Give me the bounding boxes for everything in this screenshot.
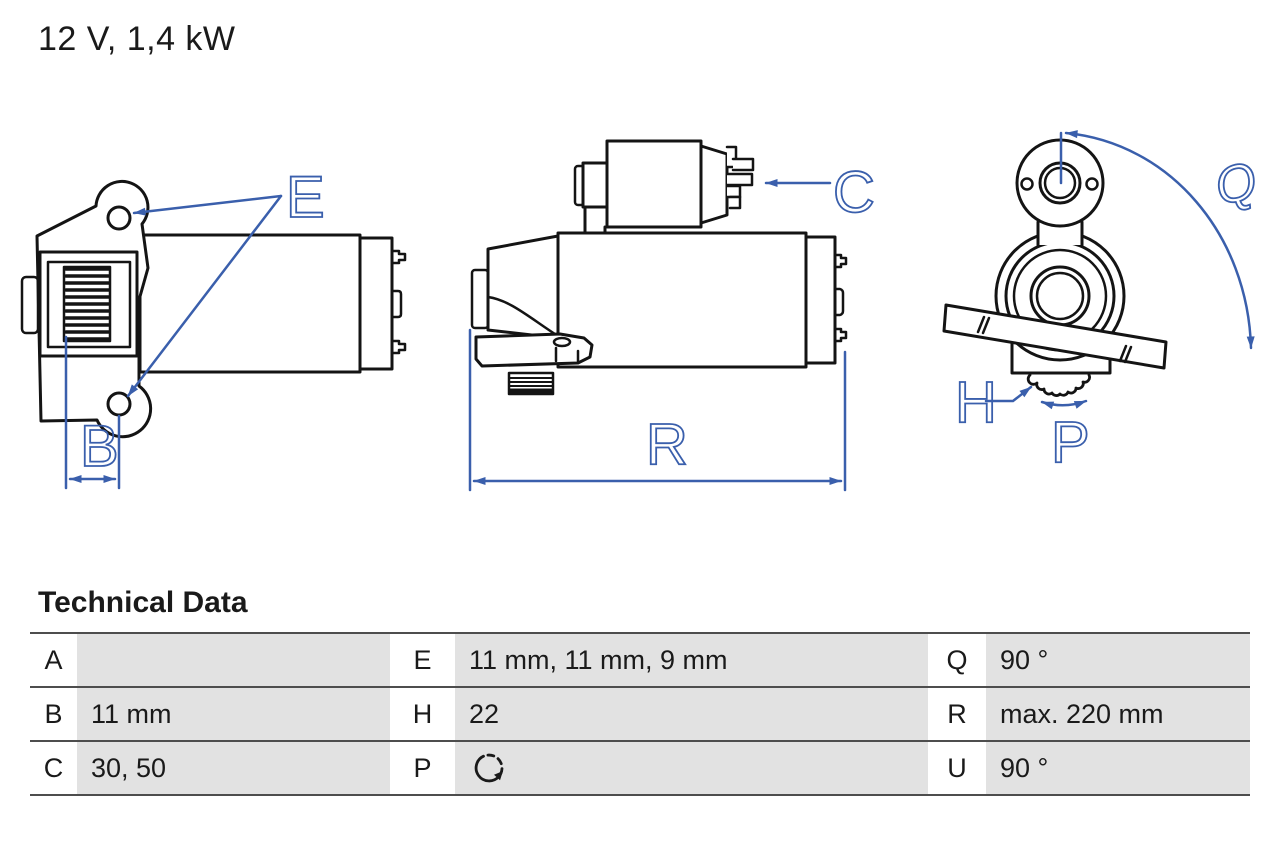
value-cell-e: 11 mm, 11 mm, 9 mm [455,634,928,686]
dimension-label-b: B [80,414,119,479]
table-row: B 11 mm H 22 R max. 220 mm [30,688,1250,742]
key-cell-q: Q [928,634,986,686]
front-view-drawing [20,179,407,439]
table-row: C 30, 50 P U 90 ° [30,742,1250,796]
value-cell-r: max. 220 mm [986,688,1250,740]
key-cell-p: P [390,742,455,794]
dimension-label-e: E [286,165,325,230]
key-cell-u: U [928,742,986,794]
rotation-cw-icon [474,753,504,783]
key-cell-e: E [390,634,455,686]
key-cell-h: H [390,688,455,740]
value-cell-c: 30, 50 [77,742,390,794]
technical-drawing: E B [20,130,1263,492]
value-cell-q: 90 ° [986,634,1250,686]
side-view-drawing [470,139,848,396]
value-cell-a [77,634,390,686]
key-cell-b: B [30,688,77,740]
dimension-label-h: H [955,370,997,435]
value-cell-h: 22 [455,688,928,740]
dimension-label-q: Q [1210,152,1262,217]
key-cell-r: R [928,688,986,740]
page-title: 12 V, 1,4 kW [38,20,236,58]
table-heading: Technical Data [38,586,248,619]
key-cell-a: A [30,634,77,686]
dimension-label-c: C [833,160,875,225]
front-view-dimensions: E B [64,164,326,490]
value-cell-p [455,742,928,794]
value-cell-b: 11 mm [77,688,390,740]
technical-data-table: A E 11 mm, 11 mm, 9 mm Q 90 ° B 11 mm H … [30,632,1250,796]
key-cell-c: C [30,742,77,794]
end-view-drawing [942,138,1168,397]
dimension-label-p: P [1051,410,1090,475]
value-cell-u: 90 ° [986,742,1250,794]
table-row: A E 11 mm, 11 mm, 9 mm Q 90 ° [30,634,1250,688]
dimension-label-r: R [646,412,688,477]
side-view-dimensions: C R [468,159,876,492]
